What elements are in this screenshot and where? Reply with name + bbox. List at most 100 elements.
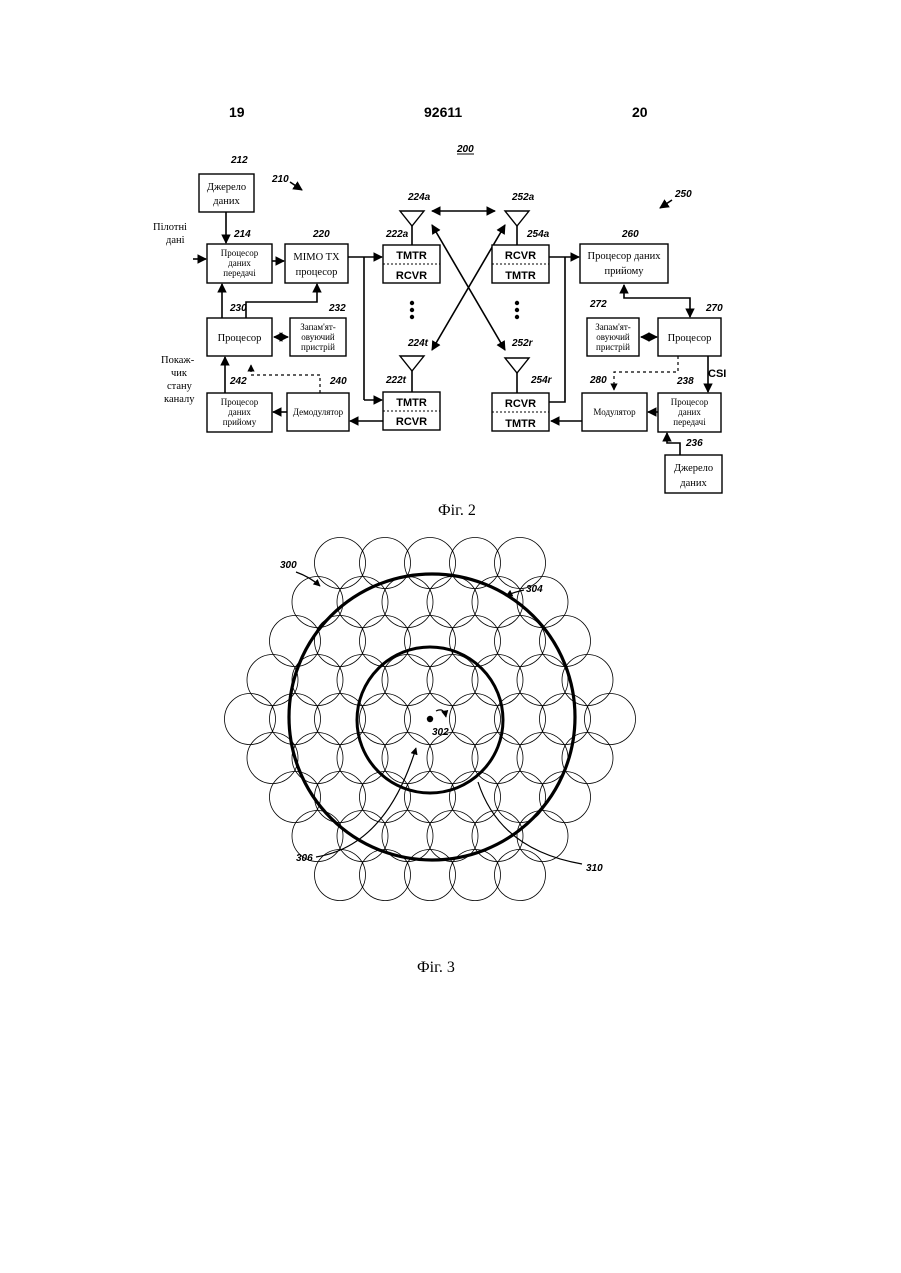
cell-circle (495, 850, 546, 901)
cell-circle (382, 655, 433, 706)
processor-230-label: Процесор (218, 333, 262, 344)
cell-circle (540, 616, 591, 667)
antenna-224a-ref: 224a (407, 192, 431, 203)
rx-data-proc-242-label: даних (228, 407, 251, 417)
cell-circle (315, 850, 366, 901)
modulator-280-label: Модулятор (593, 407, 636, 417)
cell-circle (540, 694, 591, 745)
center-point (427, 716, 433, 722)
cell-circle (540, 772, 591, 823)
cell-circle (360, 694, 411, 745)
trx-254r-top: RCVR (505, 398, 536, 410)
cell-circle (360, 616, 411, 667)
csi-label: CSI (708, 368, 726, 380)
antenna-252r-icon (505, 358, 529, 373)
processor-230-ref: 230 (229, 303, 247, 314)
fig3-outer-ring-ref: 304 (526, 584, 543, 595)
tx-data-source-label: даних (213, 196, 240, 207)
tx-data-proc-238-label: Процесор (671, 397, 709, 407)
cell-circle (292, 733, 343, 784)
data-source-236-ref: 236 (685, 438, 703, 449)
antenna-252r-ref: 252r (511, 338, 534, 349)
figure-3-caption: Фіг. 3 (417, 959, 455, 977)
figure-2-caption: Фіг. 2 (438, 502, 476, 520)
cell-circle (337, 655, 388, 706)
demod-240-label: Демодулятор (293, 407, 344, 417)
cell-circle (517, 811, 568, 862)
trx-222t-bottom: RCVR (396, 416, 427, 428)
cell-circle (315, 772, 366, 823)
cell-circle (472, 655, 523, 706)
cell-circle (270, 694, 321, 745)
tx-data-proc-238-label: передачі (673, 417, 706, 427)
trx-254r-bottom: TMTR (505, 418, 536, 430)
trx-254a-ref: 254a (526, 229, 550, 240)
demod-240-ref: 240 (329, 376, 347, 387)
channel-label: Покаж- (161, 355, 195, 366)
antenna-252a-ref: 252a (511, 192, 535, 203)
memory-232-label: овуючий (301, 332, 335, 342)
rx-data-source-label: Джерело (674, 463, 713, 474)
trx-222t-top: TMTR (396, 397, 427, 409)
rx-data-proc-260-ref: 260 (621, 229, 639, 240)
cell-circle (405, 538, 456, 589)
memory-272-label: Запам'ят- (595, 322, 631, 332)
modulator-280-ref: 280 (589, 375, 607, 386)
memory-232-label: пристрій (301, 342, 335, 352)
cell-circle (382, 577, 433, 628)
processor-270-ref: 270 (705, 303, 723, 314)
tx-data-proc-ref: 214 (233, 229, 251, 240)
system-ref: 200 (456, 144, 474, 155)
antenna-252a-icon (505, 211, 529, 226)
tx-data-source-label: Джерело (207, 182, 246, 193)
rx-data-proc-242-ref: 242 (229, 376, 247, 387)
cell-circle (517, 655, 568, 706)
channel-label: каналу (164, 394, 195, 405)
cell-circle (225, 694, 276, 745)
tx-data-proc-label: Процесор (221, 248, 259, 258)
cell-circle (517, 733, 568, 784)
memory-232-ref: 232 (328, 303, 346, 314)
memory-272-ref: 272 (589, 299, 607, 310)
rx-data-proc-260-box (580, 244, 668, 283)
cell-circle (270, 616, 321, 667)
cell-circle (405, 772, 456, 823)
cell-circle (427, 577, 478, 628)
memory-232-label: Запам'ят- (300, 322, 336, 332)
rx-data-source-label: даних (680, 478, 707, 489)
cell-circle (382, 733, 433, 784)
cell-circle (427, 733, 478, 784)
trx-222a-top: TMTR (396, 250, 427, 262)
fig3-inner-ring-ref: 306 (296, 853, 313, 864)
tx-data-proc-label: передачі (223, 268, 256, 278)
trx-254r-ref: 254r (530, 375, 553, 386)
processor-270-label: Процесор (668, 333, 712, 344)
antenna-224a-icon (400, 211, 424, 226)
trx-222a-bottom: RCVR (396, 270, 427, 282)
cell-circle (585, 694, 636, 745)
trx-222a-ref: 222a (385, 229, 409, 240)
cell-circle (450, 694, 501, 745)
cell-circle (337, 733, 388, 784)
cell-circle (472, 733, 523, 784)
tx-data-proc-238-ref: 238 (676, 376, 694, 387)
mimo-proc-ref: 220 (312, 229, 330, 240)
fig3-center-ref: 302 (432, 727, 449, 738)
fig3-cell-ref: 310 (586, 863, 603, 874)
cell-circle (337, 811, 388, 862)
fig3-system-ref: 300 (280, 560, 297, 571)
channel-label: чик (171, 368, 188, 379)
tx-data-proc-label: даних (228, 258, 251, 268)
rx-ref: 250 (674, 189, 692, 200)
data-source-ref: 212 (230, 155, 248, 166)
antenna-224t-ref: 224t (407, 338, 429, 349)
cell-circle (495, 538, 546, 589)
mimo-proc-label: MIMO TX (293, 252, 340, 263)
pilot-label: Пілотні (153, 222, 187, 233)
trx-254a-bottom: TMTR (505, 270, 536, 282)
cell-circle (427, 655, 478, 706)
tx-ref: 210 (271, 174, 289, 185)
memory-272-label: овуючий (596, 332, 630, 342)
rx-data-proc-242-label: Процесор (221, 397, 259, 407)
